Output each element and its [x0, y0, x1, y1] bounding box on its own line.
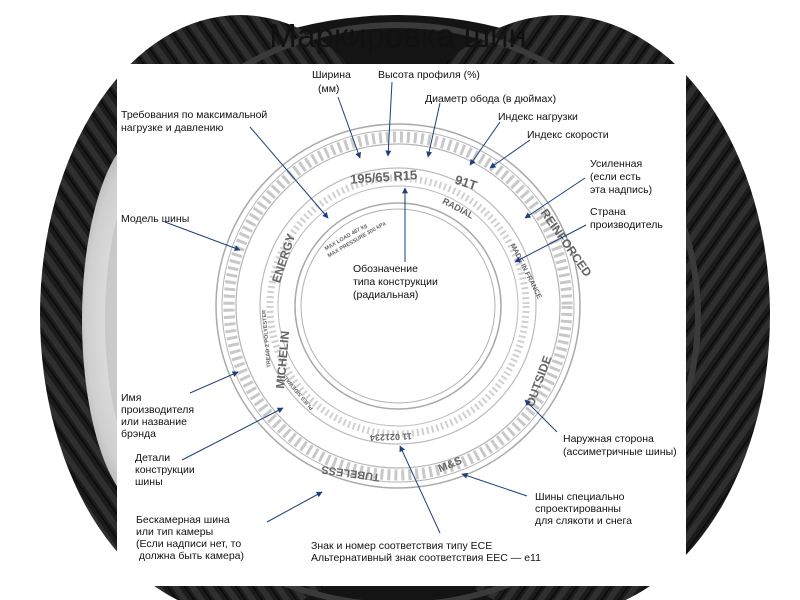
tyre-tread-mark: TREAD 2 POLYESTER: [262, 310, 273, 368]
callout-speed-index: Индекс скорости: [527, 129, 609, 141]
callout-load-index: Индекс нагрузки: [498, 111, 578, 123]
callout-labels: Ширина(мм) Высота профиля (%) Диаметр об…: [121, 69, 677, 564]
tyre-brand-mark: MICHELIN: [273, 330, 292, 389]
callout-profile-height: Высота профиля (%): [378, 69, 480, 81]
tyre-drawing: 195/65 R15 91T RADIAL REINFORCED MADE IN…: [215, 123, 595, 489]
page-title: Маркировка шин: [269, 17, 527, 54]
callout-arrows: [164, 81, 587, 534]
tyre-load-speed-mark: 91T: [453, 172, 479, 193]
tyre-ece-mark: 11 021234: [370, 431, 412, 442]
callout-rim-diameter: Диаметр обода (в дюймах): [425, 93, 556, 105]
callout-model: Модель шины: [121, 213, 189, 225]
tyre-size-mark: 195/65 R15: [350, 167, 418, 187]
callout-outside: Наружная сторона(ассиметричные шины): [563, 433, 677, 458]
callout-width: Ширина(мм): [312, 69, 351, 95]
